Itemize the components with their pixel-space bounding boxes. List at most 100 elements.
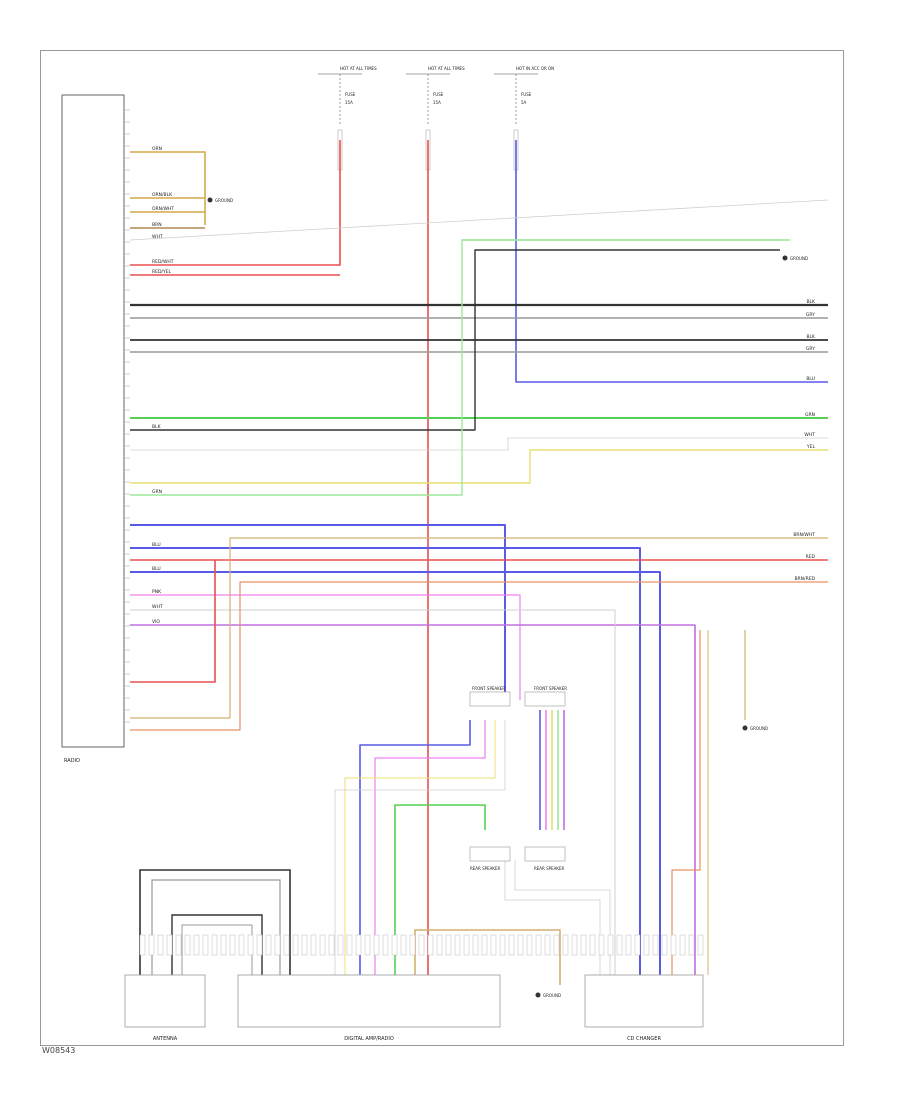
cd-changer-label: CD CHANGER	[627, 1036, 661, 1042]
wire-w06	[130, 140, 341, 266]
fuse-header: HOT AT ALL TIMES	[340, 66, 377, 71]
wire-label-w17: BLU	[806, 376, 815, 382]
connector-pin	[157, 934, 164, 956]
wire-label-w22: VIO	[152, 619, 160, 625]
wire-w24	[334, 720, 506, 975]
wire-w21	[374, 720, 486, 975]
connector-pin	[688, 934, 695, 956]
ground-label: GROUND	[790, 256, 808, 261]
antenna-block	[124, 974, 206, 1028]
ground-label: GROUND	[750, 726, 768, 731]
connector-pin	[301, 934, 308, 956]
connector-pin	[526, 934, 533, 956]
connector-pin	[328, 934, 335, 956]
connector-pin	[454, 934, 461, 956]
fuse-rating: 5A	[521, 100, 527, 105]
wire-w22	[130, 624, 696, 975]
connector-pin	[535, 934, 542, 956]
wire-w27	[130, 581, 828, 731]
connector-pin	[202, 934, 209, 956]
connector-pin	[265, 934, 272, 956]
connector-pin	[679, 934, 686, 956]
wire-w15	[344, 720, 496, 975]
front-left-speaker-label: FRONT SPEAKER	[534, 686, 567, 691]
antenna-cable	[151, 879, 281, 975]
connector-pin	[625, 934, 632, 956]
diagram-frame	[40, 50, 844, 1046]
connector-pin	[310, 934, 317, 956]
wire-label-w14: WHT	[804, 432, 815, 438]
wire-w13	[130, 249, 780, 431]
wire-w14	[130, 437, 828, 451]
connector-pin	[391, 934, 398, 956]
connector-pin	[436, 934, 443, 956]
rear-left-speaker-label: REAR SPEAKER	[534, 866, 564, 871]
wire-label-w18: BLU	[152, 542, 161, 548]
radio-label: RADIO	[64, 758, 80, 764]
connector-pin	[670, 934, 677, 956]
fuse-name: FUSE	[345, 92, 356, 97]
connector-pin	[229, 934, 236, 956]
wire-w12	[394, 804, 486, 975]
speaker-connector	[469, 846, 511, 862]
connector-pin	[544, 934, 551, 956]
wire-w24	[514, 860, 611, 975]
connector-pin	[463, 934, 470, 956]
cd-changer-block	[584, 974, 704, 1028]
wire-label-w07: RED/YEL	[152, 269, 172, 275]
connector-pin	[364, 934, 371, 956]
fuse-rating: 15A	[345, 100, 353, 105]
wire-label-w24: WHT	[152, 604, 163, 610]
wire-label-w11: GRY	[806, 346, 815, 352]
connector-pin	[607, 934, 614, 956]
connector-pin	[418, 934, 425, 956]
connector-pin	[553, 934, 560, 956]
wire-w21	[130, 594, 521, 700]
wire-w17	[515, 140, 828, 383]
fuse-header: HOT IN ACC OR ON	[516, 66, 554, 71]
connector-pin	[337, 934, 344, 956]
wire-w25	[130, 560, 216, 683]
speaker-connector	[524, 846, 566, 862]
connector-pin	[616, 934, 623, 956]
digital-amp-block	[237, 974, 501, 1028]
connector-pin	[427, 934, 434, 956]
wire-w27	[671, 630, 701, 975]
wire-label-w03: ORN/WHT	[152, 206, 174, 212]
ground-label: GROUND	[215, 198, 233, 203]
connector-pin	[643, 934, 650, 956]
wire-label-w09: GRY	[806, 312, 815, 318]
fuse-name: FUSE	[521, 92, 532, 97]
wire-label-w13: BLK	[152, 424, 162, 430]
wire-label-w27: BRN/RED	[794, 576, 815, 582]
connector-pin	[472, 934, 479, 956]
connector-pin	[652, 934, 659, 956]
fuse-name: FUSE	[433, 92, 444, 97]
connector-pin	[346, 934, 353, 956]
digital-amp-label: DIGITAL AMP/RADIO	[344, 1036, 394, 1042]
wire-label-w25: RED	[806, 554, 816, 560]
radio-block	[61, 94, 125, 748]
wire-label-w05: WHT	[152, 234, 163, 240]
wire-w18	[130, 547, 641, 975]
wire-label-w06: RED/WHT	[152, 259, 174, 265]
connector-pin	[517, 934, 524, 956]
connector-pin	[445, 934, 452, 956]
connector-pin	[319, 934, 326, 956]
speaker-connector	[469, 691, 511, 707]
connector-pin	[499, 934, 506, 956]
connector-pin	[238, 934, 245, 956]
connector-pin	[589, 934, 596, 956]
fuse-rating: 15A	[433, 100, 441, 105]
wire-label-w02: ORN/BLK	[152, 192, 173, 198]
wire-label-w10: BLK	[806, 334, 816, 340]
connector-pin	[139, 934, 146, 956]
connector-pin	[400, 934, 407, 956]
rear-right-speaker-label: REAR SPEAKER	[470, 866, 500, 871]
connector-pin	[634, 934, 641, 956]
wire-label-w12: GRN	[805, 412, 815, 418]
connector-pin	[490, 934, 497, 956]
connector-pin	[355, 934, 362, 956]
wire-w24	[504, 860, 601, 975]
